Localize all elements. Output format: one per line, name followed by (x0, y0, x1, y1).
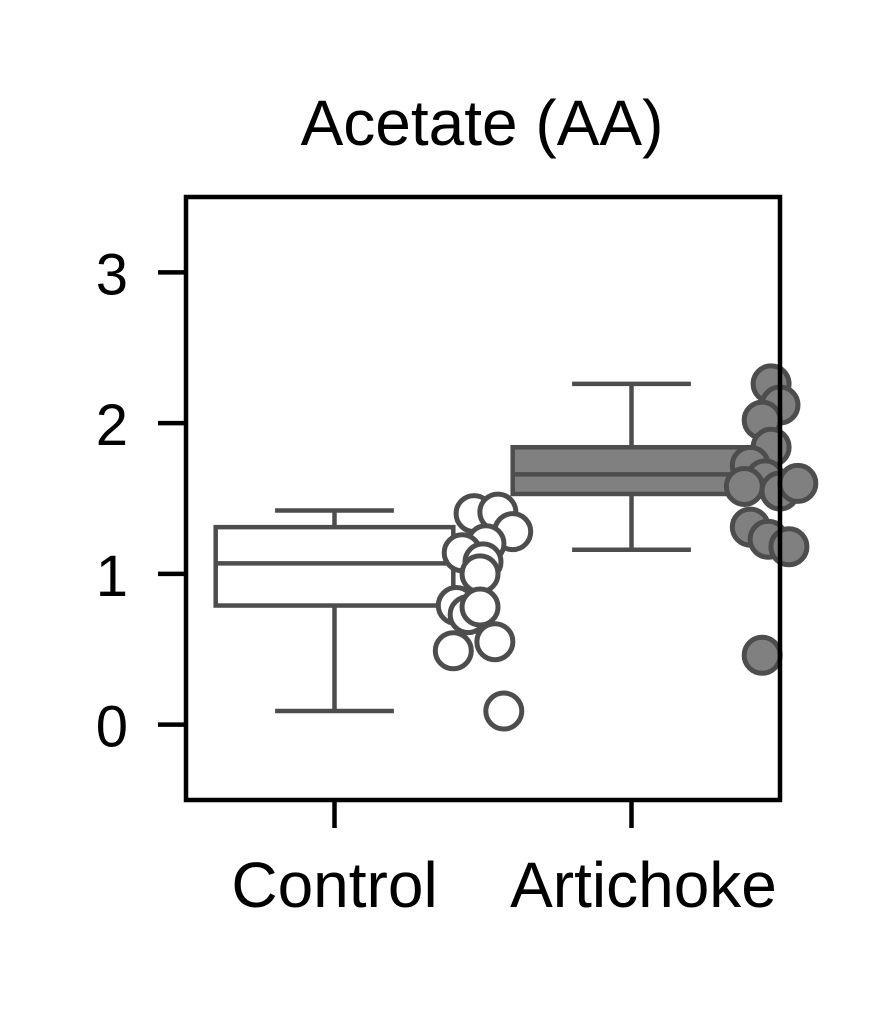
y-tick-label: 0 (96, 695, 128, 760)
x-tick-label-control: Control (231, 849, 437, 921)
artichoke-box (510, 444, 753, 497)
control-box (213, 524, 456, 608)
control-data-point (432, 630, 474, 672)
plot-frame (183, 194, 783, 803)
artichoke-data-point (777, 462, 819, 504)
control-data-point (459, 586, 501, 628)
chart-title: Acetate (AA) (301, 87, 664, 159)
control-data-point (459, 553, 501, 595)
artichoke-data-point (768, 526, 810, 568)
y-tick-label: 2 (96, 393, 128, 458)
artichoke-data-point (741, 634, 783, 676)
y-tick-label: 3 (96, 242, 128, 307)
y-tick-label: 1 (96, 544, 128, 609)
control-data-point (474, 621, 516, 663)
artichoke-data-point (723, 465, 765, 507)
x-tick-label-artichoke: Artichoke (510, 849, 777, 921)
control-data-point (483, 690, 525, 732)
